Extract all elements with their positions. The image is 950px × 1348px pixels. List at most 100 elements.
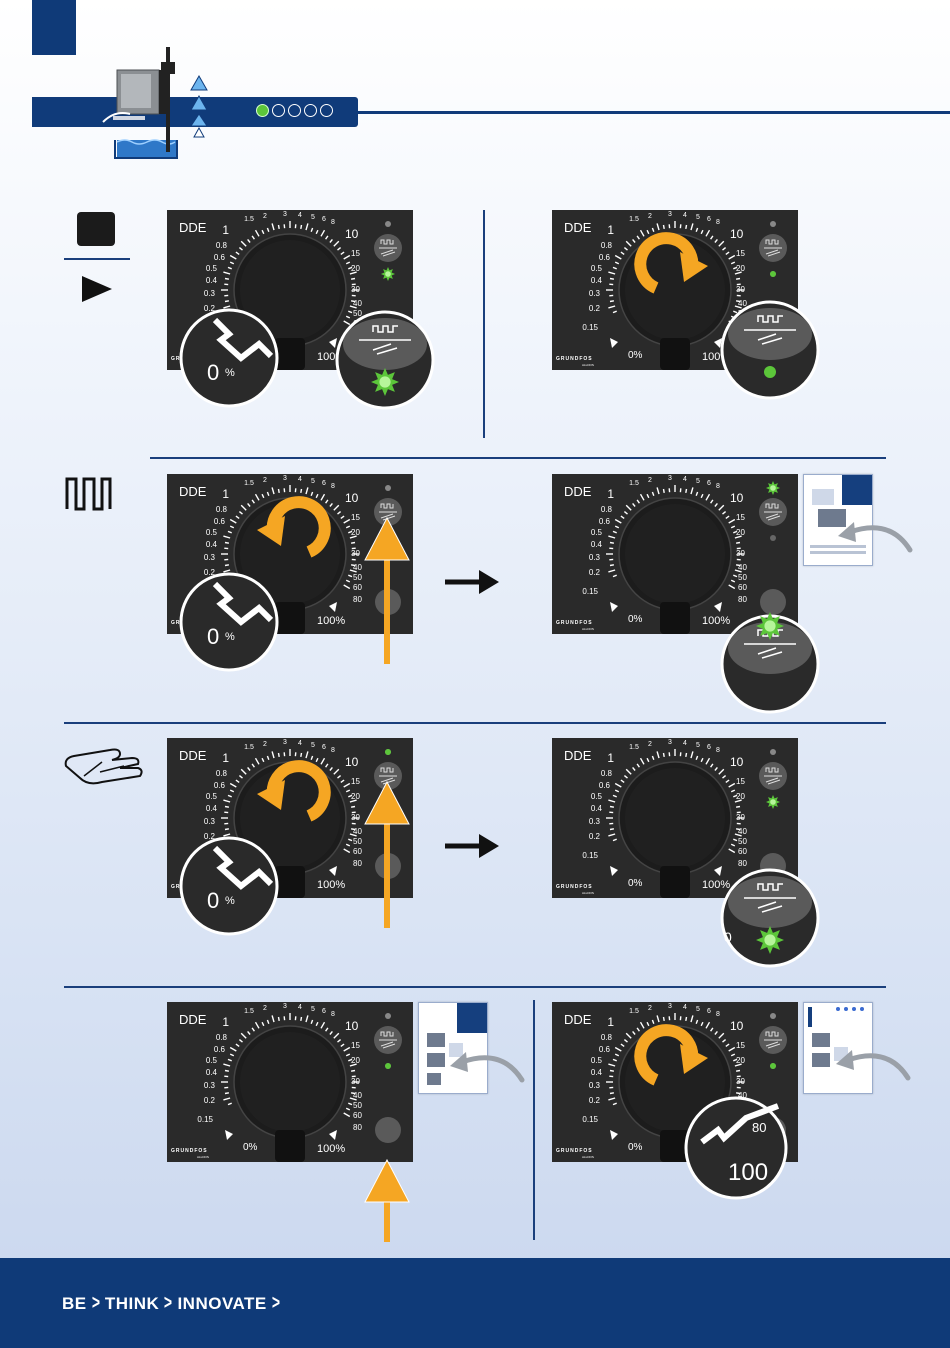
svg-text:30: 30: [736, 1077, 745, 1086]
svg-text:GRUNDFOS: GRUNDFOS: [556, 884, 593, 890]
svg-text:0.5: 0.5: [591, 1056, 603, 1065]
svg-text:DDE: DDE: [179, 484, 207, 499]
svg-text:0.3: 0.3: [204, 289, 216, 298]
svg-text:0.6: 0.6: [214, 517, 226, 526]
svg-text:0.8: 0.8: [216, 1033, 228, 1042]
svg-text:15: 15: [351, 777, 360, 786]
manual-thumbnail: [803, 474, 873, 566]
footer-tagline: BE> THINK> INNOVATE>: [62, 1292, 281, 1314]
dial-graphic: DDE10.80.60.50.40.30.20.151.523456810152…: [167, 474, 413, 672]
svg-text:100%: 100%: [317, 615, 345, 627]
svg-text:0.3: 0.3: [589, 817, 601, 826]
svg-text:0.2: 0.2: [204, 568, 216, 577]
svg-text:4: 4: [683, 740, 687, 747]
tagline-think: THINK: [104, 1293, 160, 1313]
tagline-innovate: INNOVATE: [177, 1293, 267, 1313]
svg-text:1.5: 1.5: [629, 216, 639, 223]
svg-text:0.5: 0.5: [591, 264, 603, 273]
svg-text:GRUNDFOS: GRUNDFOS: [556, 1148, 593, 1154]
svg-text:1: 1: [222, 1015, 229, 1029]
svg-text:40: 40: [738, 299, 747, 308]
svg-text:2: 2: [648, 1005, 652, 1012]
svg-text:ALLDOS: ALLDOS: [582, 627, 594, 631]
svg-text:1.5: 1.5: [244, 480, 254, 487]
svg-text:0.5: 0.5: [206, 1056, 218, 1065]
svg-text:DDE: DDE: [179, 748, 207, 763]
svg-text:%: %: [225, 631, 235, 643]
svg-text:0.6: 0.6: [214, 253, 226, 262]
svg-text:0.15: 0.15: [582, 323, 598, 332]
dial-panel: DDE10.80.60.50.40.30.20.151.523456810152…: [167, 738, 413, 936]
svg-text:0.15: 0.15: [582, 851, 598, 860]
svg-text:0.2: 0.2: [589, 1096, 601, 1105]
svg-text:0.2: 0.2: [204, 1096, 216, 1105]
col-divider-2: [533, 1000, 535, 1240]
svg-text:0.4: 0.4: [206, 540, 218, 549]
svg-text:0: 0: [207, 888, 219, 913]
svg-text:20: 20: [351, 1056, 360, 1065]
pulse-mode-icon: [65, 477, 112, 511]
svg-text:1: 1: [607, 223, 614, 237]
svg-text:0.8: 0.8: [216, 241, 228, 250]
svg-text:20: 20: [351, 264, 360, 273]
stop-square-icon: [77, 212, 115, 246]
svg-text:0.3: 0.3: [589, 289, 601, 298]
svg-text:GRUNDFOS: GRUNDFOS: [556, 620, 593, 626]
svg-text:5: 5: [696, 1006, 700, 1013]
svg-text:10: 10: [345, 491, 359, 505]
svg-text:2: 2: [263, 477, 267, 484]
svg-text:100%: 100%: [702, 879, 730, 891]
svg-text:GRUNDFOS: GRUNDFOS: [556, 356, 593, 362]
svg-text:100%: 100%: [317, 879, 345, 891]
svg-text:0.3: 0.3: [204, 817, 216, 826]
svg-text:0.4: 0.4: [591, 276, 603, 285]
svg-text:50: 50: [738, 573, 747, 582]
svg-text:8: 8: [331, 747, 335, 754]
svg-text:0.15: 0.15: [197, 1115, 213, 1124]
svg-text:0%: 0%: [628, 1142, 643, 1153]
svg-text:DDE: DDE: [564, 748, 592, 763]
row-divider-3: [64, 986, 886, 988]
right-arrow-icon: [445, 570, 499, 594]
svg-text:3: 3: [668, 1003, 672, 1010]
svg-text:6: 6: [707, 216, 711, 223]
progress-dots: [256, 104, 333, 117]
svg-text:5: 5: [696, 742, 700, 749]
svg-text:3: 3: [668, 475, 672, 482]
svg-text:2: 2: [648, 477, 652, 484]
svg-text:10: 10: [345, 755, 359, 769]
progress-dot: [256, 104, 269, 117]
svg-text:3: 3: [283, 211, 287, 218]
dial-graphic: DDE10.80.60.50.40.30.20.151.523456810152…: [167, 210, 435, 410]
svg-text:30: 30: [736, 813, 745, 822]
svg-text:30: 30: [351, 813, 360, 822]
svg-text:15: 15: [736, 249, 745, 258]
svg-text:30: 30: [736, 285, 745, 294]
svg-text:0.8: 0.8: [216, 769, 228, 778]
svg-text:50: 50: [738, 837, 747, 846]
icon-divider: [64, 258, 130, 260]
svg-text:0.15: 0.15: [582, 1115, 598, 1124]
svg-text:40: 40: [353, 827, 362, 836]
svg-text:3: 3: [668, 211, 672, 218]
svg-text:0.5: 0.5: [206, 264, 218, 273]
svg-text:0%: 0%: [628, 614, 643, 625]
header-tab: [32, 0, 76, 55]
svg-text:0.4: 0.4: [206, 1068, 218, 1077]
svg-text:0%: 0%: [243, 1142, 258, 1153]
svg-text:10: 10: [345, 227, 359, 241]
svg-text:3: 3: [283, 1003, 287, 1010]
svg-text:100%: 100%: [702, 615, 730, 627]
svg-text:60: 60: [738, 847, 747, 856]
svg-text:80: 80: [353, 1123, 362, 1132]
svg-text:ALLDOS: ALLDOS: [582, 891, 594, 895]
svg-text:6: 6: [707, 1008, 711, 1015]
svg-text:0%: 0%: [628, 350, 643, 361]
svg-text:20: 20: [736, 264, 745, 273]
svg-text:0.8: 0.8: [601, 241, 613, 250]
svg-text:2: 2: [263, 741, 267, 748]
